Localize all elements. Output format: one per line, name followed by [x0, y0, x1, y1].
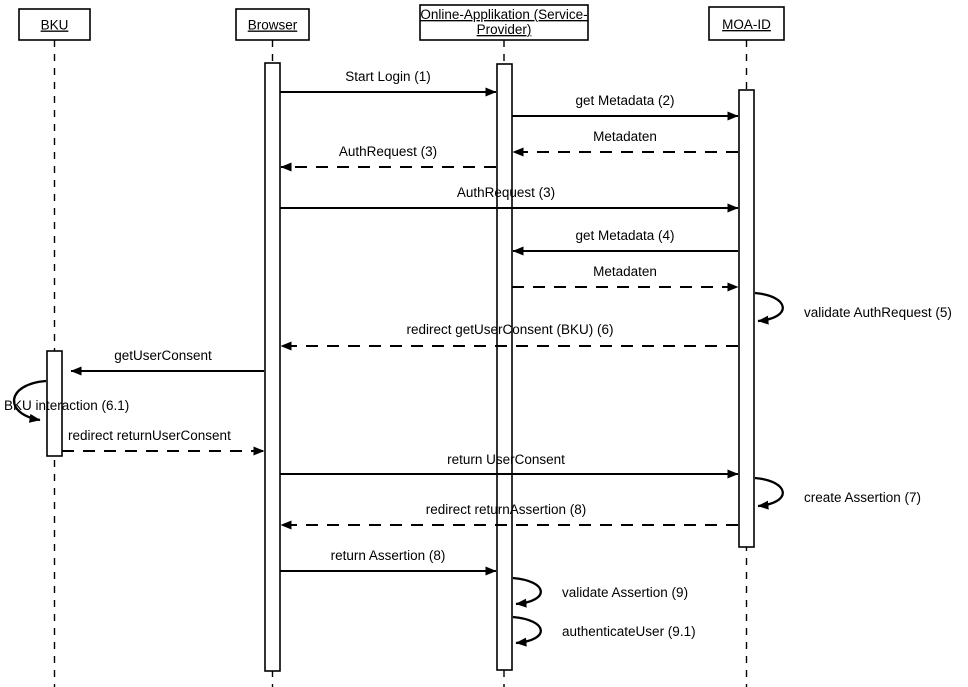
activation-bar-moaid[interactable]: [738, 89, 755, 548]
message-metadaten-2[interactable]: Metadaten: [512, 264, 739, 292]
message-label-authrequest-to-moaid: AuthRequest (3): [457, 185, 555, 200]
message-redirect-getuserconsent[interactable]: redirect getUserConsent (BKU) (6): [280, 322, 738, 351]
participant-moaid[interactable]: MOA-ID: [708, 6, 785, 41]
message-get-metadata-2[interactable]: get Metadata (2): [512, 93, 739, 121]
participant-box-moaid[interactable]: [708, 6, 785, 41]
participant-box-bku[interactable]: [18, 8, 91, 41]
message-label-create-assertion: create Assertion (7): [804, 490, 921, 505]
message-label-validate-authrequest: validate AuthRequest (5): [804, 305, 952, 320]
message-validate-authrequest[interactable]: validate AuthRequest (5): [754, 291, 952, 325]
participant-box-oa[interactable]: [419, 4, 589, 41]
message-create-assertion[interactable]: create Assertion (7): [754, 476, 921, 510]
participant-oa[interactable]: Online-Applikation (Service- Provider): [419, 4, 589, 41]
message-label-validate-assertion: validate Assertion (9): [562, 585, 688, 600]
message-authrequest-to-moaid[interactable]: AuthRequest (3): [280, 185, 739, 213]
message-label-get-metadata-2: get Metadata (2): [575, 93, 674, 108]
activation-bar-bku[interactable]: [46, 350, 63, 457]
message-return-assertion[interactable]: return Assertion (8): [280, 548, 497, 576]
message-start-login[interactable]: Start Login (1): [280, 69, 497, 97]
message-bku-interaction[interactable]: BKU interaction (6.1): [4, 379, 129, 423]
selfloop-arrow-create-assertion[interactable]: [754, 476, 784, 510]
message-label-bku-interaction: BKU interaction (6.1): [4, 398, 129, 413]
message-label-start-login: Start Login (1): [345, 69, 431, 84]
participant-label-browser: Browser: [248, 18, 298, 33]
participant-label-oa-line2: Provider): [477, 22, 532, 37]
message-authrequest-to-browser[interactable]: AuthRequest (3): [280, 144, 496, 172]
message-label-authenticate-user: authenticateUser (9.1): [562, 624, 696, 639]
participant-box-browser[interactable]: [235, 8, 310, 41]
message-redirect-returnassertion[interactable]: redirect returnAssertion (8): [280, 502, 738, 530]
message-label-redirect-returnassertion: redirect returnAssertion (8): [426, 502, 587, 517]
message-getuserconsent[interactable]: getUserConsent: [70, 348, 264, 376]
message-label-redirect-getuserconsent: redirect getUserConsent (BKU) (6): [406, 322, 613, 337]
message-get-metadata-4[interactable]: get Metadata (4): [512, 228, 738, 256]
message-label-metadaten-1: Metadaten: [593, 129, 657, 144]
selfloop-arrow-authenticate-user[interactable]: [512, 615, 542, 647]
message-return-userconsent[interactable]: return UserConsent: [280, 452, 739, 479]
message-redirect-returnuserconsent[interactable]: redirect returnUserConsent: [62, 428, 265, 456]
message-label-metadaten-2: Metadaten: [593, 264, 657, 279]
activation-bars-group: [46, 62, 755, 672]
message-label-get-metadata-4: get Metadata (4): [575, 228, 674, 243]
message-label-return-assertion: return Assertion (8): [331, 548, 446, 563]
participant-browser[interactable]: Browser: [235, 8, 310, 41]
message-validate-assertion[interactable]: validate Assertion (9): [512, 576, 688, 608]
message-authenticate-user[interactable]: authenticateUser (9.1): [512, 615, 696, 647]
message-metadaten-1[interactable]: Metadaten: [512, 129, 738, 157]
activation-bar-browser[interactable]: [264, 62, 281, 672]
participant-bku[interactable]: BKU: [18, 8, 91, 41]
activation-bar-oa[interactable]: [496, 63, 513, 671]
participant-label-oa-line1: Online-Applikation (Service-: [420, 7, 587, 22]
message-label-authrequest-to-browser: AuthRequest (3): [339, 144, 437, 159]
selfloop-arrow-validate-assertion[interactable]: [512, 576, 542, 608]
message-label-redirect-returnuserconsent: redirect returnUserConsent: [68, 428, 231, 443]
selfloop-arrow-validate-authrequest[interactable]: [754, 291, 784, 325]
participant-label-moaid: MOA-ID: [722, 17, 771, 32]
message-label-getuserconsent: getUserConsent: [114, 348, 212, 363]
participant-label-bku: BKU: [41, 18, 69, 33]
message-label-return-userconsent: return UserConsent: [447, 452, 565, 467]
selfloop-arrow-bku-interaction[interactable]: [12, 379, 47, 423]
